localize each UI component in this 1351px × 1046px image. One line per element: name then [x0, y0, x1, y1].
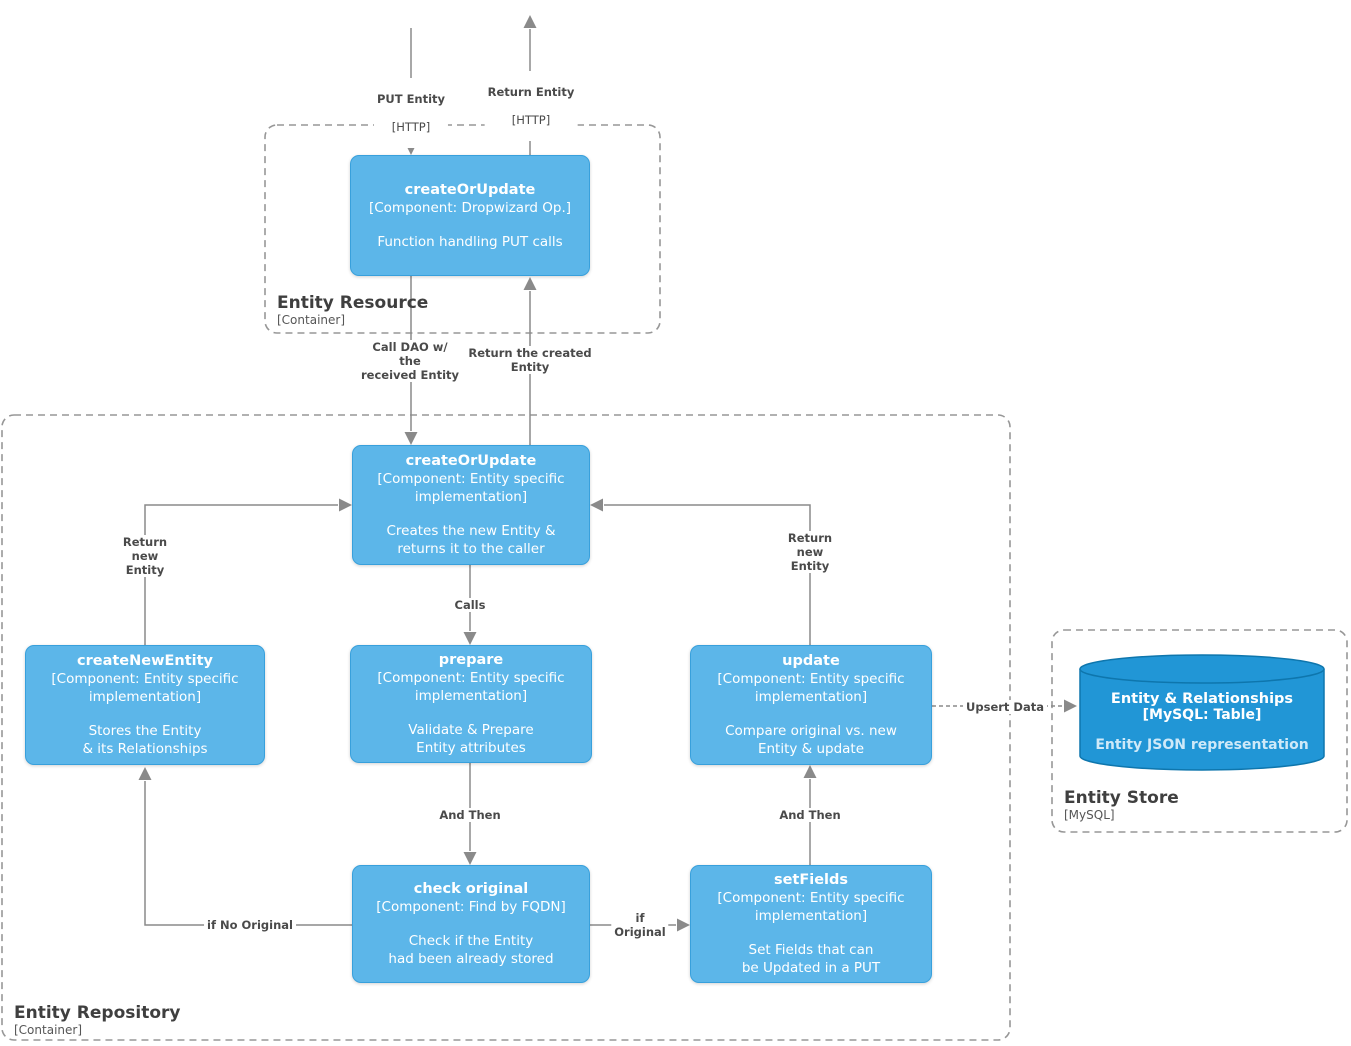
node-title: check original — [413, 881, 529, 897]
container-title: Entity Repository — [14, 1003, 181, 1023]
edge-label-put-entity: PUT Entity [HTTP] — [373, 78, 449, 148]
edge-label-tech: [HTTP] — [391, 120, 431, 134]
edge-label-return-entity: Return Entity [HTTP] — [484, 71, 578, 141]
edge-if-no-original-arrow — [138, 767, 352, 926]
edge-label-return-created: Return the created Entity — [465, 346, 595, 374]
node-meta: [Component: Find by FQDN] — [376, 899, 566, 915]
container-entity-repository-outline — [1, 414, 1011, 1041]
edge-label-text: PUT Entity — [376, 92, 446, 106]
edge-label-return-new-right: Return new Entity — [784, 531, 836, 573]
edge-label-and-then-right: And Then — [776, 808, 844, 822]
container-label-entity-repository: Entity Repository [Container] — [14, 1003, 180, 1038]
container-label-entity-store: Entity Store [MySQL] — [1064, 788, 1179, 823]
edge-label-and-then-left: And Then — [436, 808, 504, 822]
node-resource-createorupdate: createOrUpdate [Component: Dropwizard Op… — [350, 155, 590, 276]
node-meta: [Component: Entity specific implementati… — [377, 471, 565, 505]
node-desc: Function handling PUT calls — [377, 233, 563, 250]
node-meta: [Component: Entity specific implementati… — [377, 670, 565, 704]
edge-label-text: Return Entity — [487, 85, 575, 99]
edge-return-new-left-arrow — [144, 498, 352, 645]
node-meta: [Component: Entity specific implementati… — [717, 671, 905, 705]
node-title: createOrUpdate — [404, 181, 536, 198]
edge-and-then-right-arrow — [803, 765, 817, 865]
node-desc: Creates the new Entity & returns it to t… — [386, 523, 556, 557]
container-entity-resource-outline — [264, 124, 661, 334]
node-desc: Stores the Entity & its Relationships — [82, 723, 208, 757]
node-meta: [Component: Dropwizard Op.] — [368, 199, 572, 216]
container-subtitle: [Container] — [14, 1023, 83, 1037]
edge-return-new-right-arrow — [590, 498, 811, 645]
edge-label-tech: [HTTP] — [511, 113, 551, 127]
database-cylinder — [1079, 654, 1325, 771]
edge-label-if-original: if Original — [611, 911, 669, 939]
node-setfields: setFields [Component: Entity specific im… — [690, 865, 932, 983]
edge-label-call-dao: Call DAO w/ the received Entity — [357, 340, 463, 382]
container-subtitle: [MySQL] — [1064, 808, 1115, 822]
node-meta: [Component: Entity specific implementati… — [717, 890, 905, 924]
node-prepare: prepare [Component: Entity specific impl… — [350, 645, 592, 763]
node-desc: Check if the Entity had been already sto… — [388, 933, 554, 967]
node-createnewentity: createNewEntity [Component: Entity speci… — [25, 645, 265, 765]
node-check-original: check original [Component: Find by FQDN]… — [352, 865, 590, 983]
node-update: update [Component: Entity specific imple… — [690, 645, 932, 765]
edge-label-if-no-original: if No Original — [204, 918, 296, 932]
node-desc: Compare original vs. new Entity & update — [725, 723, 897, 757]
node-title: update — [782, 653, 840, 669]
container-entity-store-outline — [1051, 629, 1348, 833]
container-subtitle: [Container] — [277, 313, 346, 327]
node-desc: Entity JSON representation — [1095, 737, 1309, 753]
node-title: setFields — [773, 872, 849, 888]
node-repo-createorupdate: createOrUpdate [Component: Entity specif… — [352, 445, 590, 565]
edge-label-calls: Calls — [451, 598, 489, 612]
node-title: createOrUpdate — [405, 453, 537, 469]
node-desc: Validate & Prepare Entity attributes — [408, 722, 534, 756]
node-meta: [MySQL: Table] — [1142, 707, 1262, 723]
node-title: Entity & Relationships — [1110, 691, 1294, 707]
edge-label-upsert-data: Upsert Data — [963, 700, 1047, 714]
node-entity-relationships-table: Entity & Relationships [MySQL: Table] En… — [1080, 678, 1324, 766]
container-title: Entity Resource — [277, 293, 429, 313]
edge-and-then-left-arrow — [463, 763, 477, 865]
container-label-entity-resource: Entity Resource [Container] — [277, 293, 428, 328]
node-title: prepare — [438, 652, 504, 668]
node-desc: Set Fields that can be Updated in a PUT — [741, 942, 881, 976]
container-title: Entity Store — [1064, 788, 1179, 808]
node-title: createNewEntity — [76, 653, 213, 669]
node-meta: [Component: Entity specific implementati… — [51, 671, 239, 705]
edge-label-return-new-left: Return new Entity — [119, 535, 171, 577]
